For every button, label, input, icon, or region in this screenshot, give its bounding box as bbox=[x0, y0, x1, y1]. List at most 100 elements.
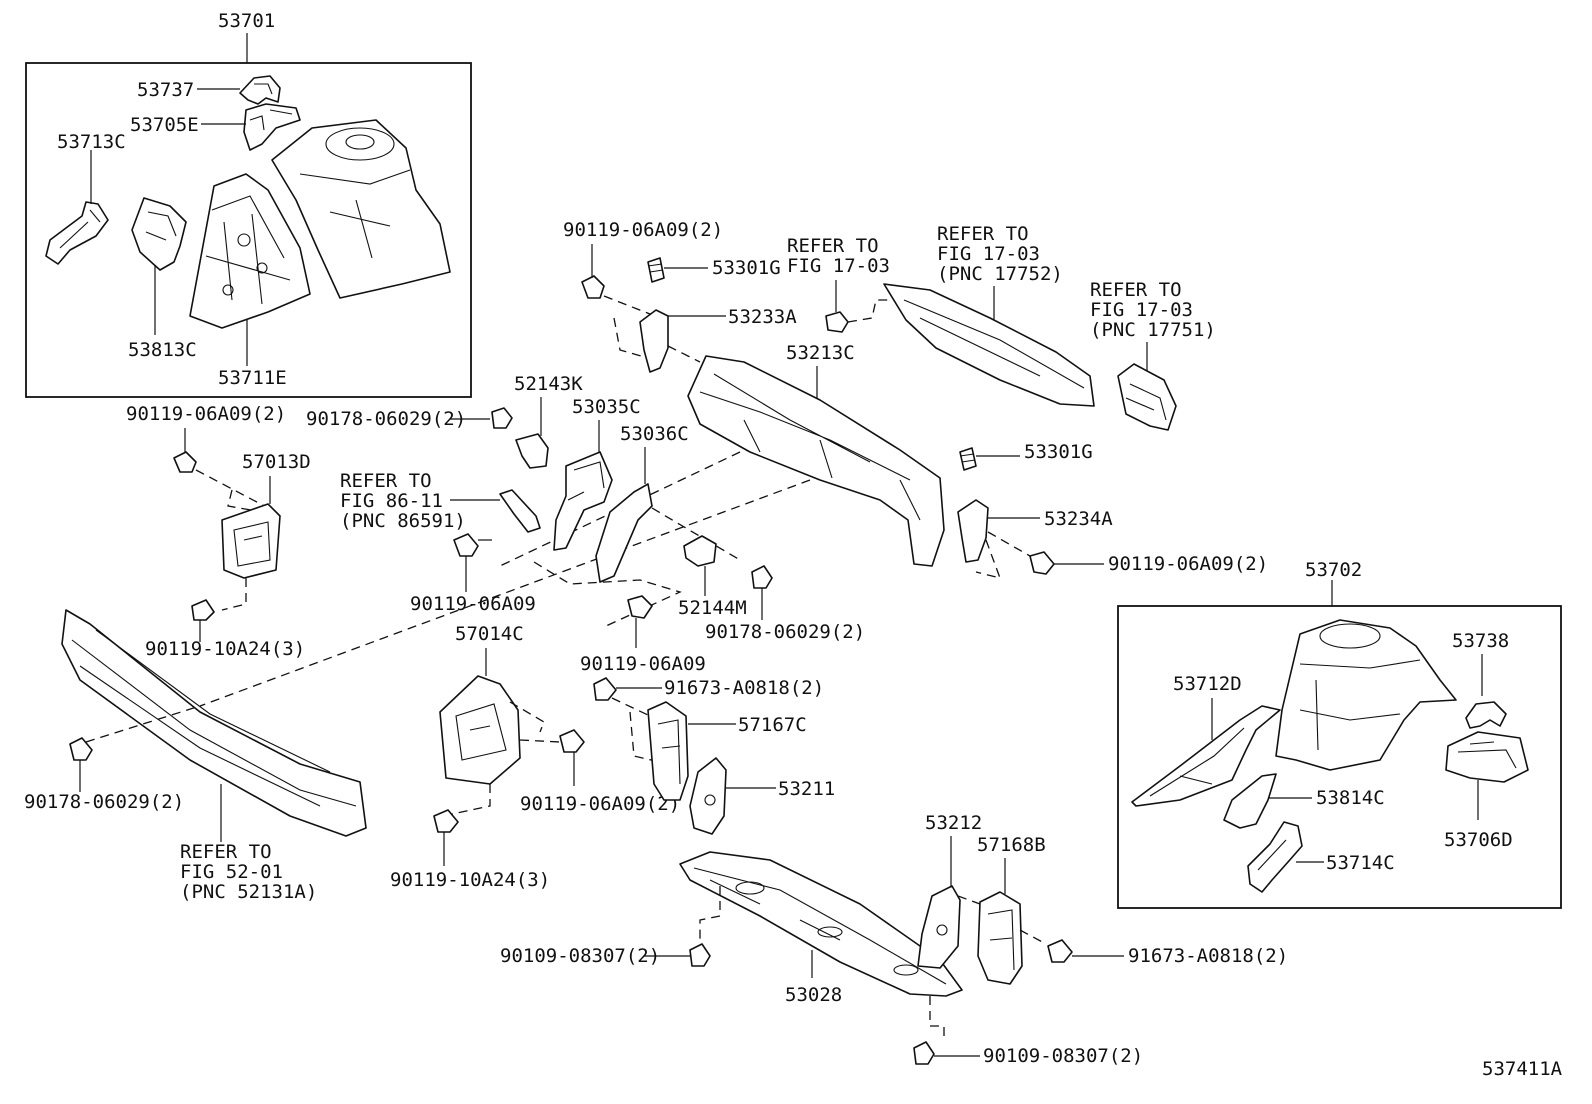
label-53705E[interactable]: 53705E bbox=[130, 114, 199, 136]
part-53711E-hole-1 bbox=[237, 233, 251, 247]
label-57167C[interactable]: 57167C bbox=[738, 714, 807, 736]
label-53213C[interactable]: 53213C bbox=[786, 342, 855, 364]
label-90178-06029-2-mid[interactable]: 90178-06029(2) bbox=[306, 408, 466, 430]
label-ref-fig5201-2[interactable]: FIG 52-01 bbox=[180, 861, 283, 883]
label-ref-fig1703-c3[interactable]: (PNC 17751) bbox=[1090, 319, 1216, 341]
label-57014C[interactable]: 57014C bbox=[455, 623, 524, 645]
label-ref-fig1703-c1[interactable]: REFER TO bbox=[1090, 279, 1182, 301]
label-90119-06A09-b[interactable]: 90119-06A09 bbox=[580, 653, 706, 675]
label-53036C[interactable]: 53036C bbox=[620, 423, 689, 445]
label-90119-10A24-3-b[interactable]: 90119-10A24(3) bbox=[390, 869, 550, 891]
label-90178-06029-2-left[interactable]: 90178-06029(2) bbox=[24, 791, 184, 813]
nut-90178-06029-mid bbox=[491, 407, 513, 429]
label-53712D[interactable]: 53712D bbox=[1173, 673, 1242, 695]
label-90178-06029-2-center[interactable]: 90178-06029(2) bbox=[705, 621, 865, 643]
label-53233A[interactable]: 53233A bbox=[728, 306, 797, 328]
label-53713C[interactable]: 53713C bbox=[57, 131, 126, 153]
part-53738-clip bbox=[1465, 701, 1507, 729]
label-53028[interactable]: 53028 bbox=[785, 984, 842, 1006]
label-53814C[interactable]: 53814C bbox=[1316, 787, 1385, 809]
label-57168B[interactable]: 57168B bbox=[977, 834, 1046, 856]
label-52144M[interactable]: 52144M bbox=[678, 597, 747, 619]
part-53301G-top-detail bbox=[647, 263, 664, 273]
dash-90119-06A09-top bbox=[603, 295, 651, 359]
part-53714C-bracket bbox=[1247, 821, 1303, 893]
label-53301G-right[interactable]: 53301G bbox=[1024, 441, 1093, 463]
bolt-90119-10A24-a bbox=[191, 599, 215, 621]
label-53234A[interactable]: 53234A bbox=[1044, 508, 1113, 530]
label-ref-fig1703-a2[interactable]: FIG 17-03 bbox=[787, 255, 890, 277]
part-53213C-detail bbox=[699, 373, 921, 521]
bolt-90119-06A09-top bbox=[581, 275, 605, 299]
part-wheelhouse-right-seat bbox=[1319, 623, 1381, 649]
label-ref-fig1703-b2[interactable]: FIG 17-03 bbox=[937, 243, 1040, 265]
dash-center-brace-lower bbox=[533, 561, 682, 627]
label-90119-06A09-2-left[interactable]: 90119-06A09(2) bbox=[126, 403, 286, 425]
bolt-90109-08307-a bbox=[689, 943, 711, 967]
bolt-91673-A0818-a bbox=[593, 677, 617, 701]
label-53714C[interactable]: 53714C bbox=[1326, 852, 1395, 874]
label-ref-fig8611-2[interactable]: FIG 86-11 bbox=[340, 490, 443, 512]
bolt-ref-fig1703-a bbox=[825, 311, 849, 333]
part-wheelhouse-right-detail bbox=[1299, 659, 1421, 751]
label-90119-10A24-3-a[interactable]: 90119-10A24(3) bbox=[145, 638, 305, 660]
label-ref-fig5201-1[interactable]: REFER TO bbox=[180, 841, 272, 863]
part-53713C-bracket bbox=[45, 201, 109, 265]
label-90109-08307-2-b[interactable]: 90109-08307(2) bbox=[983, 1045, 1143, 1067]
label-ref-fig8611-3[interactable]: (PNC 86591) bbox=[340, 510, 466, 532]
part-52144M bbox=[683, 535, 717, 567]
label-90119-06A09-a[interactable]: 90119-06A09 bbox=[410, 593, 536, 615]
label-53701[interactable]: 53701 bbox=[218, 10, 275, 32]
label-53813C[interactable]: 53813C bbox=[128, 339, 197, 361]
label-53737[interactable]: 53737 bbox=[137, 79, 194, 101]
part-57168B-support bbox=[977, 891, 1023, 985]
part-57167C-support bbox=[647, 701, 689, 801]
label-53738[interactable]: 53738 bbox=[1452, 630, 1509, 652]
label-ref-fig1703-b1[interactable]: REFER TO bbox=[937, 223, 1029, 245]
bolt-90119-06A09-2-b bbox=[559, 729, 585, 753]
part-53028-lower-support bbox=[679, 851, 963, 997]
label-90109-08307-2-a[interactable]: 90109-08307(2) bbox=[500, 945, 660, 967]
label-53212[interactable]: 53212 bbox=[925, 812, 982, 834]
label-ref-fig8611-1[interactable]: REFER TO bbox=[340, 470, 432, 492]
part-53028-hole-2 bbox=[817, 926, 843, 938]
label-53211[interactable]: 53211 bbox=[778, 778, 835, 800]
bolt-90119-06A09-right bbox=[1029, 551, 1055, 575]
part-53714C-detail bbox=[1257, 839, 1287, 871]
label-91673-A0818-2-b[interactable]: 91673-A0818(2) bbox=[1128, 945, 1288, 967]
bolt-90119-10A24-b bbox=[433, 809, 459, 833]
bolt-91673-A0818-b bbox=[1047, 939, 1073, 963]
label-ref-fig1703-b3[interactable]: (PNC 17752) bbox=[937, 263, 1063, 285]
part-ref-fig1703-c-duct bbox=[1117, 363, 1177, 431]
dash-57013D-lower bbox=[221, 578, 247, 611]
label-53301G-top[interactable]: 53301G bbox=[712, 257, 781, 279]
part-53712D-apron bbox=[1131, 705, 1281, 807]
nut-90178-06029-left bbox=[69, 737, 93, 761]
part-57168B-detail bbox=[987, 909, 1015, 971]
label-52143K[interactable]: 52143K bbox=[514, 373, 583, 395]
label-90119-06A09-2-right[interactable]: 90119-06A09(2) bbox=[1108, 553, 1268, 575]
part-53737-detail bbox=[254, 83, 273, 95]
label-90119-06A09-2-b[interactable]: 90119-06A09(2) bbox=[520, 793, 680, 815]
part-53814C-bracket bbox=[1223, 773, 1277, 829]
part-53713C-detail bbox=[59, 209, 101, 249]
label-53711E[interactable]: 53711E bbox=[218, 367, 287, 389]
dash-53028-left bbox=[699, 886, 721, 944]
part-ref-fig1703-b-beam bbox=[883, 283, 1095, 407]
part-53212-hole bbox=[936, 924, 948, 936]
label-ref-fig1703-c2[interactable]: FIG 17-03 bbox=[1090, 299, 1193, 321]
part-53712D-detail bbox=[1149, 727, 1245, 797]
bolt-90119-06A09-left bbox=[173, 451, 197, 473]
dash-bumper-nut bbox=[85, 705, 201, 743]
part-53211-hole bbox=[704, 794, 716, 806]
label-53702[interactable]: 53702 bbox=[1305, 559, 1362, 581]
label-53706D[interactable]: 53706D bbox=[1444, 829, 1513, 851]
label-53035C[interactable]: 53035C bbox=[572, 396, 641, 418]
label-90119-06A09-2-top[interactable]: 90119-06A09(2) bbox=[563, 219, 723, 241]
part-53212-bracket bbox=[917, 885, 961, 969]
label-91673-A0818-2-a[interactable]: 91673-A0818(2) bbox=[664, 677, 824, 699]
label-ref-fig1703-a1[interactable]: REFER TO bbox=[787, 235, 879, 257]
label-ref-fig5201-3[interactable]: (PNC 52131A) bbox=[180, 881, 317, 903]
label-57013D[interactable]: 57013D bbox=[242, 451, 311, 473]
